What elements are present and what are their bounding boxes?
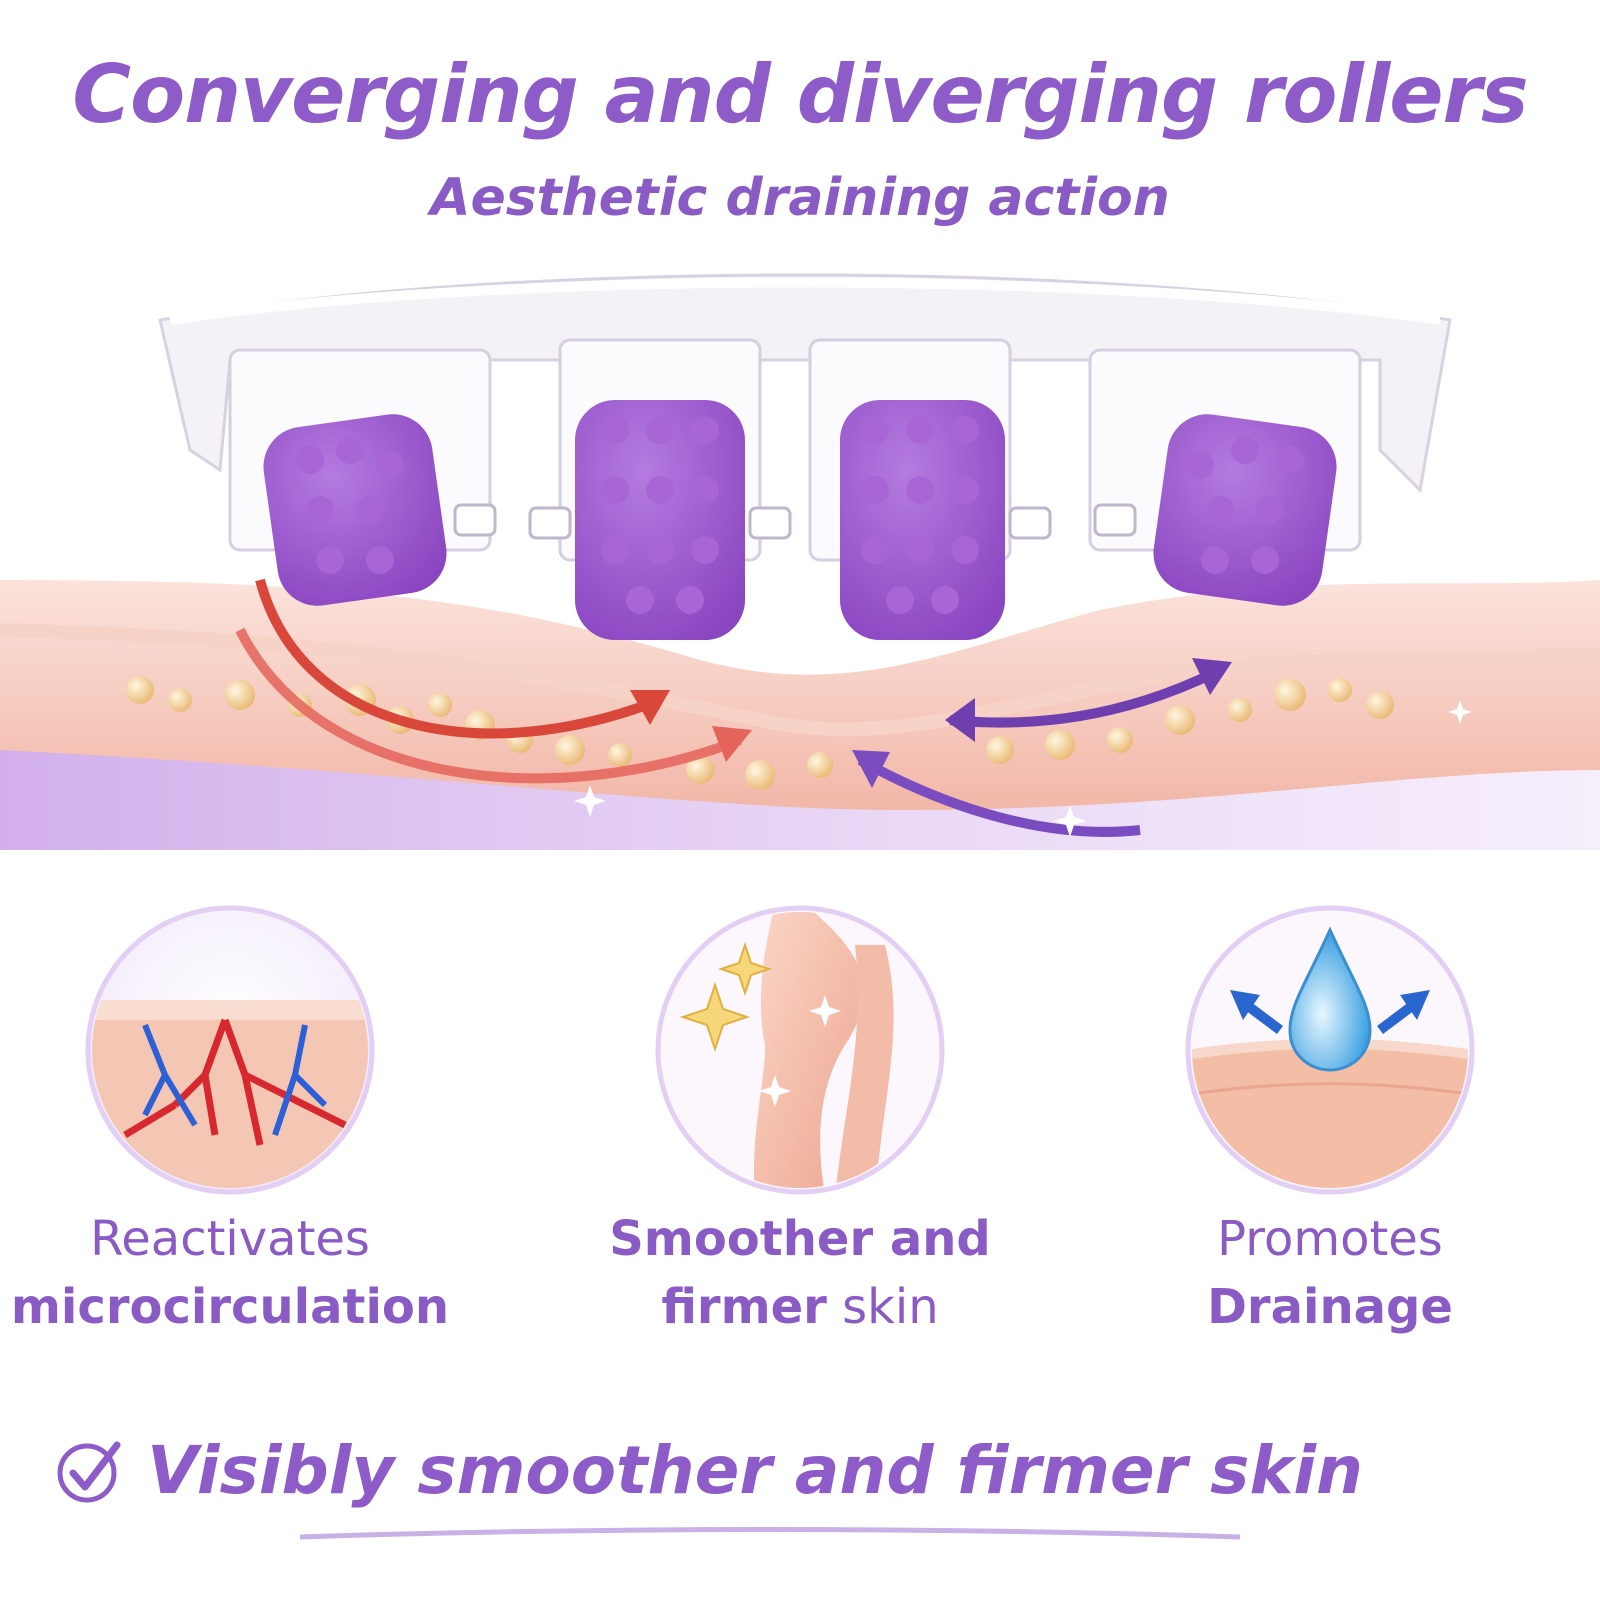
feature-caption: Reactivates microcirculation	[0, 1205, 490, 1341]
feature-caption: Promotes Drainage	[1070, 1205, 1590, 1341]
feature-caption-line2-bold: firmer	[661, 1279, 827, 1335]
feature-caption: Smoother and firmer skin	[540, 1205, 1060, 1341]
roller-device-illustration	[0, 273, 1600, 850]
feature-caption-line2: Drainage	[1207, 1279, 1453, 1335]
feature-drainage: Promotes Drainage	[1070, 905, 1590, 1341]
tagline-text: Visibly smoother and firmer skin	[147, 1431, 1363, 1509]
feature-microcirculation: Reactivates microcirculation	[0, 905, 490, 1341]
converging-arrows	[235, 578, 752, 784]
tagline: Visibly smoother and firmer skin	[55, 1425, 1363, 1515]
feature-smoother-skin: Smoother and firmer skin	[540, 905, 1060, 1341]
feature-caption-line1: Smoother and	[609, 1211, 991, 1267]
feature-caption-line2-rest: skin	[826, 1279, 939, 1335]
water-drop-illustration	[1185, 905, 1475, 1195]
massage-rollers	[263, 400, 1337, 640]
feature-caption-line2: microcirculation	[10, 1279, 450, 1335]
page-subtitle: Aesthetic draining action	[430, 168, 1170, 228]
microcirculation-illustration	[85, 905, 375, 1195]
check-circle-icon	[57, 1441, 121, 1503]
decorative-underline	[300, 1527, 1240, 1540]
leg-sparkle-illustration	[655, 905, 945, 1195]
diverging-arrows	[852, 658, 1232, 837]
feature-caption-line1: Promotes	[1217, 1211, 1443, 1267]
page-title: Converging and diverging rollers	[72, 48, 1528, 141]
feature-caption-line1: Reactivates	[90, 1211, 370, 1267]
